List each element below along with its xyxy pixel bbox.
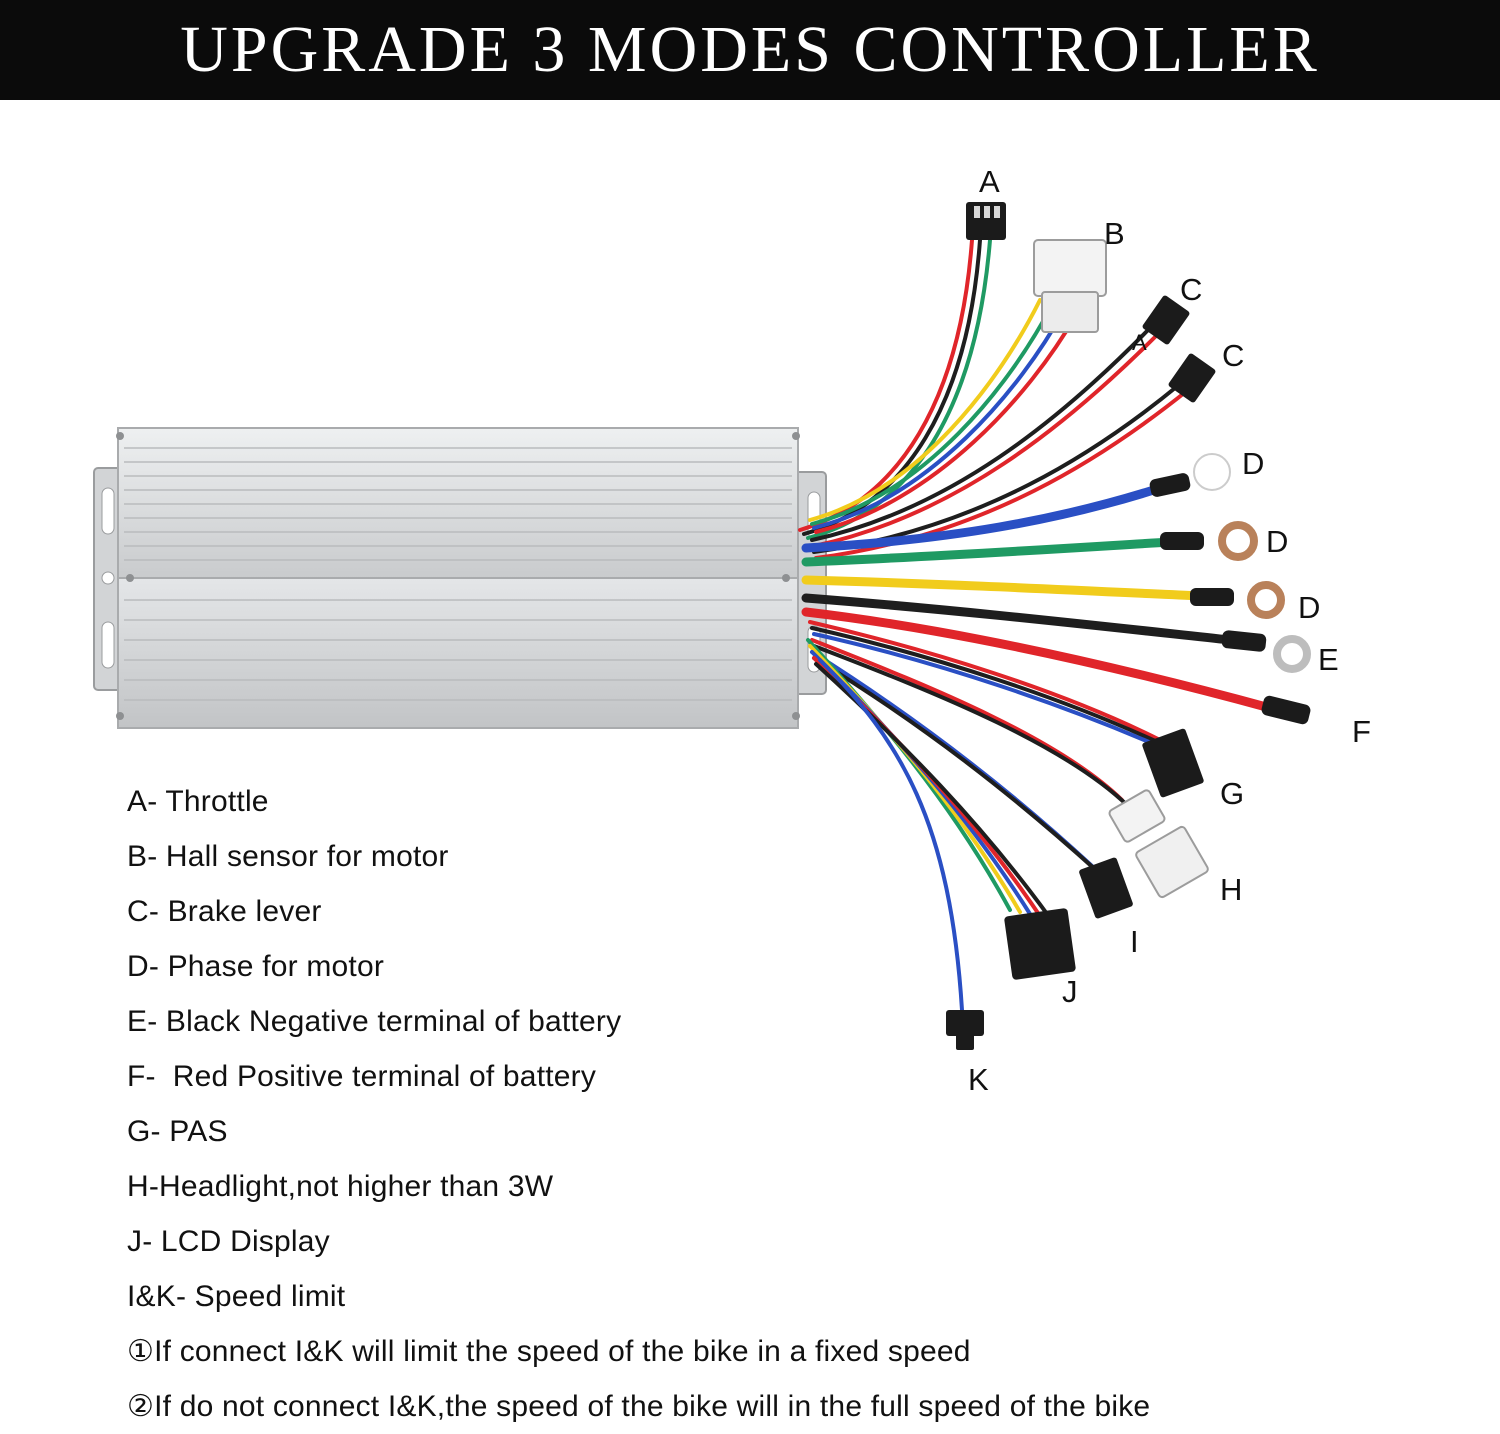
label-c2: C <box>1222 338 1244 373</box>
wire-phase-yellow <box>801 575 1205 601</box>
wire-bundle <box>798 238 1275 1012</box>
label-b: B <box>1104 216 1125 251</box>
connector-f-terminal <box>1261 695 1311 725</box>
legend-motor-phase: D- Phase for motor <box>127 950 385 983</box>
wire-pas-black <box>810 626 1168 748</box>
housing-fins <box>124 447 792 701</box>
legend-hall-sensor: B- Hall sensor for motor <box>127 840 449 873</box>
wire-pas-blue <box>812 632 1174 754</box>
connector-j-lcd <box>1004 908 1076 980</box>
wire-throttle-green <box>806 238 992 540</box>
label-h: H <box>1220 872 1242 907</box>
wire-hall-blue <box>812 308 1066 530</box>
label-f: F <box>1352 714 1371 749</box>
connector-c2-brake <box>1168 353 1216 403</box>
controller-housing <box>93 427 827 729</box>
label-k: K <box>968 1062 989 1097</box>
wire-battery-black <box>801 593 1235 645</box>
legend-speed-limit: I&K- Speed limit <box>127 1280 346 1313</box>
housing-bottom-half <box>117 577 799 729</box>
wire-brake1-black <box>810 326 1152 542</box>
connector-i-speedlimit <box>1079 857 1133 919</box>
connector-d2-ring <box>1160 521 1258 561</box>
housing-screws <box>116 432 800 720</box>
title-banner: UPGRADE 3 MODES CONTROLLER <box>0 0 1500 100</box>
connector-b-hall <box>1033 239 1107 333</box>
label-a: A <box>979 164 1000 199</box>
flange-slot <box>101 487 115 535</box>
wire-brake1-red <box>812 332 1160 548</box>
label-d1: D <box>1242 446 1264 481</box>
legend-lcd-display: J- LCD Display <box>127 1225 330 1258</box>
flange-slot <box>101 621 115 669</box>
legend-battery-negative: E- Black Negative terminal of battery <box>127 1005 622 1038</box>
label-e: E <box>1318 642 1339 677</box>
legend-brake-lever: C- Brake lever <box>127 895 322 928</box>
connector-labels: A B C A C D D D E F G H I J K <box>968 164 1371 1097</box>
wire-phase-green <box>801 537 1175 567</box>
legend-headlight: H-Headlight,not higher than 3W <box>127 1170 554 1203</box>
label-i: I <box>1130 924 1139 959</box>
label-j: J <box>1062 974 1078 1009</box>
wire-hall-green <box>810 303 1054 526</box>
wire-speedlimit-black <box>812 656 1100 874</box>
wire-phase-blue <box>801 483 1165 553</box>
wire-k-blue <box>818 658 964 1012</box>
label-a-small: A <box>1132 330 1147 355</box>
wire-hall-red <box>814 313 1078 534</box>
connector-d1-ring <box>1149 453 1231 497</box>
connector-g-pas <box>1142 728 1204 798</box>
connector-c1-brake <box>1142 295 1190 345</box>
banner-title: UPGRADE 3 MODES CONTROLLER <box>180 13 1320 86</box>
legend-note-disconnect: ②If do not connect I&K,the speed of the … <box>127 1390 1151 1423</box>
label-d3: D <box>1298 590 1320 625</box>
connector-legend: A- Throttle B- Hall sensor for motor C- … <box>127 774 1427 1434</box>
connector-a-throttle <box>966 202 1006 240</box>
label-g: G <box>1220 776 1244 811</box>
label-d2: D <box>1266 524 1288 559</box>
legend-note-connect: ①If connect I&K will limit the speed of … <box>127 1335 971 1368</box>
wire-hall-yellow <box>808 298 1042 522</box>
connector-h-headlight <box>1108 789 1209 899</box>
wire-headlight-black <box>812 644 1130 808</box>
connector-e-ring <box>1221 630 1311 673</box>
housing-top-half <box>117 427 799 579</box>
flange-hole <box>101 571 115 585</box>
connector-k-speedlimit <box>946 1010 984 1050</box>
wire-battery-red <box>801 607 1275 713</box>
connector-d3-ring <box>1190 581 1285 619</box>
wire-pas-red <box>808 620 1162 742</box>
legend-pas: G- PAS <box>127 1115 228 1148</box>
legend-battery-positive: F- Red Positive terminal of battery <box>127 1060 597 1093</box>
label-c1: C <box>1180 272 1202 307</box>
legend-throttle: A- Throttle <box>127 785 269 818</box>
wire-lcd-black <box>814 662 1052 920</box>
